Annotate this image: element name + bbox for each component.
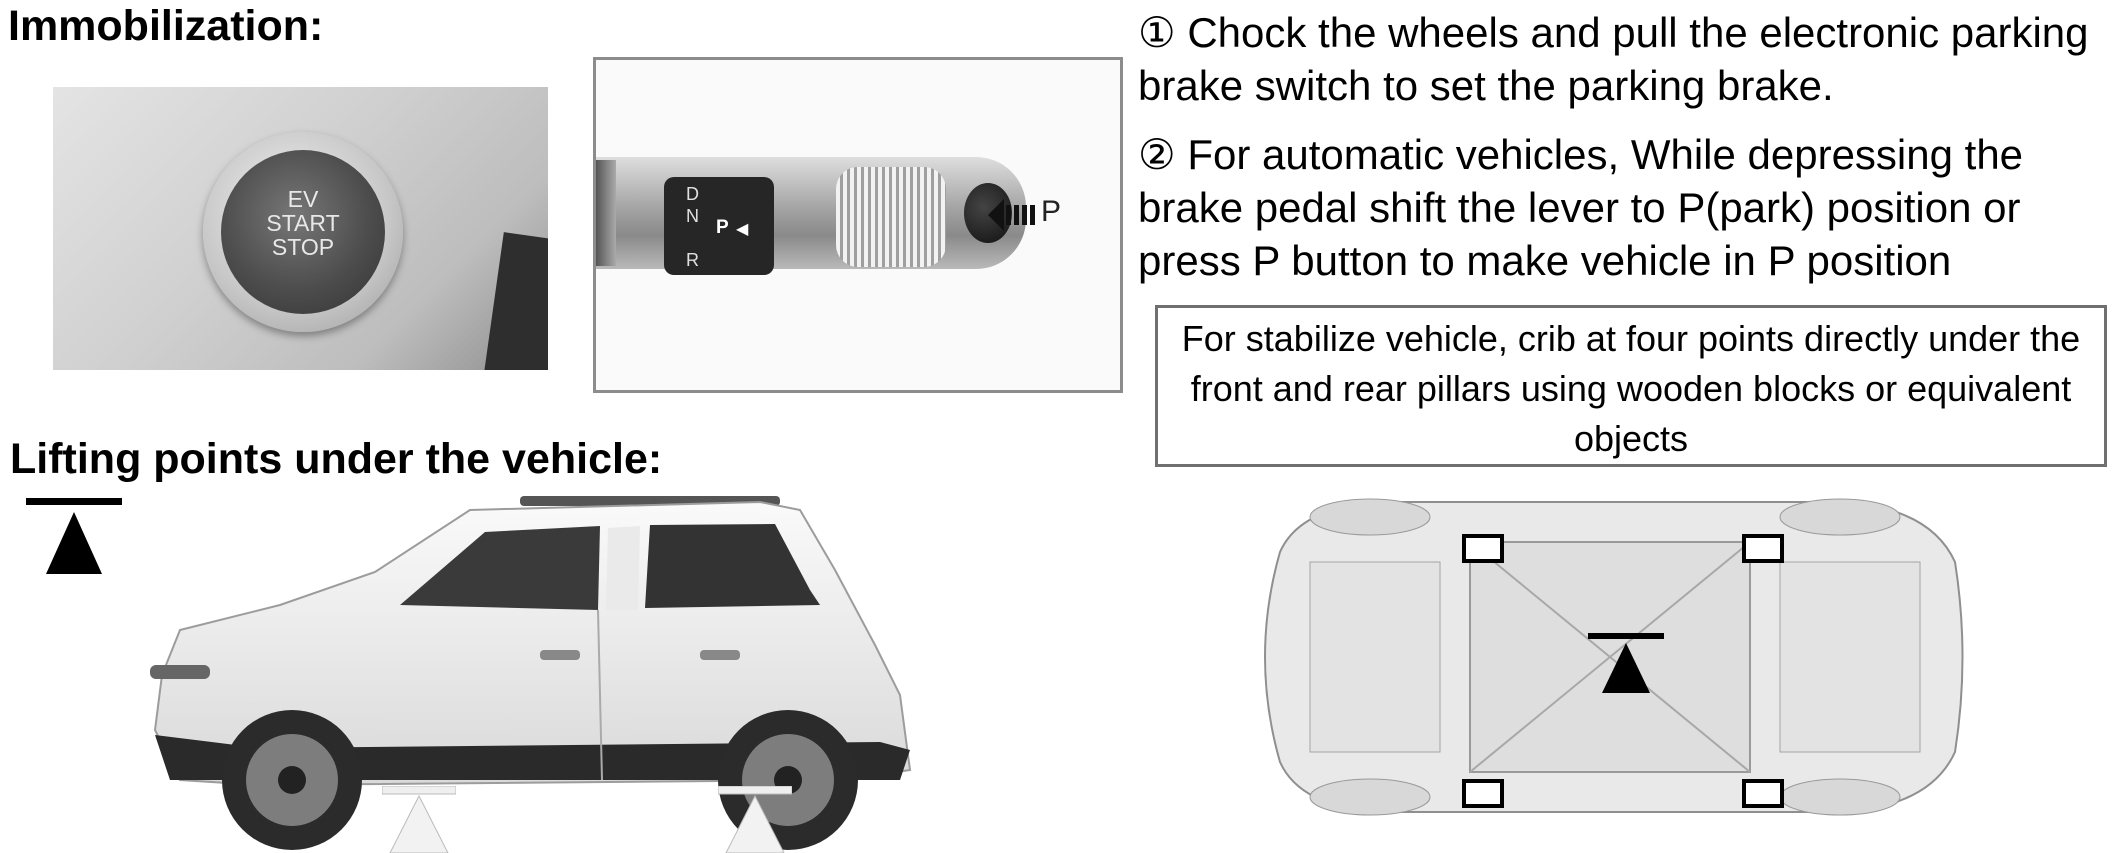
instruction-step-2: ② For automatic vehicles, While depressi… [1138, 131, 2024, 284]
start-stop-button-photo: EV START STOP [53, 87, 548, 370]
stabilize-note-text: For stabilize vehicle, crib at four poin… [1181, 318, 2081, 459]
vehicle-side-view [150, 496, 912, 850]
crib-point-front-right [1742, 534, 1784, 563]
stabilize-note-box: For stabilize vehicle, crib at four poin… [1155, 305, 2107, 467]
crib-point-front-left [1462, 534, 1504, 563]
lift-point-marker-icon [718, 786, 792, 853]
lift-point-marker-icon [382, 786, 456, 853]
stop-label: STOP [271, 234, 335, 260]
gear-indicator-window: D N R P ◀ [664, 177, 774, 275]
lift-point-symbol-icon [26, 498, 122, 574]
vehicle-underbody-view [1264, 498, 1964, 816]
gear-p: P [716, 217, 729, 238]
gear-n: N [686, 206, 699, 226]
lifting-points-heading: Lifting points under the vehicle: [10, 435, 663, 483]
lever-knob [836, 167, 946, 267]
crib-point-rear-right [1742, 779, 1784, 808]
shift-lever-photo: D N R P ◀ P [593, 57, 1123, 393]
start-label: START [266, 210, 340, 236]
arrow-left-icon [988, 199, 1035, 231]
crib-point-rear-left [1462, 779, 1504, 808]
instruction-step-1: ① Chock the wheels and pull the electron… [1138, 9, 2089, 109]
center-lift-point-icon [1588, 633, 1664, 693]
start-stop-label: EV START STOP [221, 187, 385, 259]
gear-r: R [686, 250, 699, 270]
immobilization-heading: Immobilization: [8, 2, 324, 50]
p-button-label: P [1041, 195, 1062, 228]
ev-label: EV [287, 186, 319, 212]
start-stop-button [221, 150, 385, 314]
gear-d: D [686, 184, 699, 204]
